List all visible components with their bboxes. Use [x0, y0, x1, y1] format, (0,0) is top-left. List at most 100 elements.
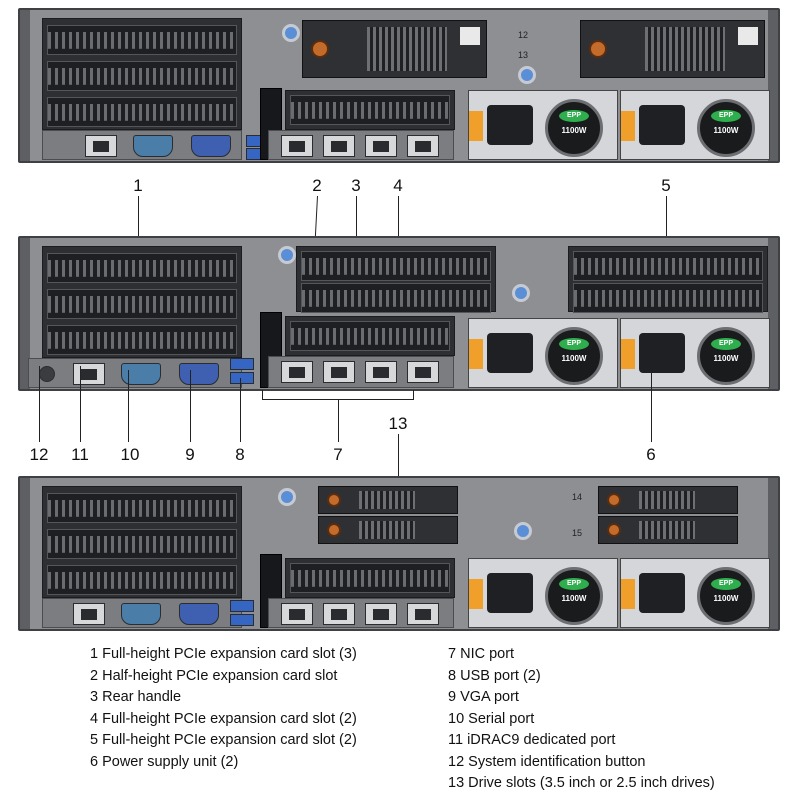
callout-5: 5 — [661, 176, 671, 195]
usb-port — [230, 600, 254, 612]
pcie-slot — [290, 321, 450, 351]
psu-latch — [469, 579, 483, 609]
power-inlet — [487, 333, 533, 373]
thumbscrew-icon — [278, 246, 296, 264]
legend-item-1: 1 Full-height PCIe expansion card slot (… — [90, 646, 357, 662]
power-supply-unit: EPP 1100W — [468, 90, 618, 160]
nic-port — [281, 361, 313, 383]
nic-panel — [268, 598, 454, 628]
power-inlet — [639, 105, 685, 145]
power-inlet — [487, 573, 533, 613]
pcie-slot — [301, 283, 491, 313]
callout-9: 9 — [185, 445, 195, 464]
legend-item-5: 5 Full-height PCIe expansion card slot (… — [90, 732, 357, 748]
drive-release-button — [311, 40, 329, 58]
drive-grill — [639, 521, 695, 539]
callout-12: 12 — [29, 445, 49, 464]
leader-line — [666, 196, 667, 260]
leader-line — [80, 366, 81, 442]
pcie-slot — [47, 529, 237, 559]
power-supply-unit: EPP 1100W — [620, 318, 770, 388]
rack-rail — [768, 10, 778, 161]
nic-panel — [268, 130, 454, 160]
drive-label — [738, 27, 758, 45]
legend-item-8: 8 USB port (2) — [448, 667, 541, 684]
thumbscrew-icon — [278, 488, 296, 506]
legend-item-10: 10 Serial port — [448, 710, 535, 727]
rack-rail — [20, 10, 30, 161]
drive-bay-number: 12 — [518, 30, 529, 40]
pcie-slot — [301, 251, 491, 281]
pcie-slot — [47, 25, 237, 55]
usb-port — [230, 372, 254, 384]
thumbscrew-icon — [514, 522, 532, 540]
legend-item-2: 2 Half-height PCIe expansion card slot — [90, 667, 338, 684]
usb-port — [230, 358, 254, 370]
pcie-slot — [573, 251, 763, 281]
epp-badge: EPP — [711, 110, 741, 122]
callout-3: 3 — [351, 176, 361, 195]
idrac-port — [73, 603, 105, 625]
server-rear-view-small-drive-config: 14 15 EPP 1100W EPP 1100W — [18, 476, 780, 631]
vga-port — [191, 135, 231, 157]
psu-fan-icon: EPP 1100W — [697, 327, 755, 385]
callout-8: 8 — [235, 445, 245, 464]
callout-1: 1 — [133, 176, 143, 195]
epp-badge: EPP — [559, 338, 589, 350]
drive-release-button — [327, 493, 341, 507]
io-panel — [42, 130, 242, 160]
pcie-riser-1 — [42, 486, 242, 598]
legend-item-13: 13 Drive slots (3.5 inch or 2.5 inch dri… — [448, 775, 715, 791]
drive-label — [460, 27, 480, 45]
leader-line — [138, 196, 139, 260]
power-supply-unit: EPP 1100W — [468, 558, 618, 628]
callout-7: 7 — [333, 445, 343, 464]
io-panel — [42, 598, 242, 628]
legend-item-9: 9 VGA port — [448, 689, 519, 705]
psu-fan-icon: EPP 1100W — [545, 99, 603, 157]
psu-wattage: 1100W — [561, 594, 587, 603]
power-supply-unit: EPP 1100W — [468, 318, 618, 388]
callout-13: 13 — [388, 414, 408, 433]
drive-grill — [645, 27, 725, 71]
pcie-slot — [47, 493, 237, 523]
drive-grill — [359, 491, 415, 509]
drive-slot-small — [598, 516, 738, 544]
idrac-port — [73, 363, 105, 385]
psu-wattage: 1100W — [561, 126, 587, 135]
rack-rail — [20, 238, 30, 389]
psu-wattage: 1100W — [713, 126, 739, 135]
psu-fan-icon: EPP 1100W — [545, 327, 603, 385]
leader-line — [338, 400, 339, 442]
pcie-slot-half-height — [285, 316, 455, 356]
pcie-slot — [47, 253, 237, 283]
serial-port — [121, 363, 161, 385]
legend-item-7: 7 NIC port — [448, 646, 515, 662]
pcie-slot — [290, 563, 450, 593]
rack-rail — [768, 238, 778, 389]
callout-11: 11 — [71, 445, 89, 464]
drive-slot — [580, 20, 765, 78]
nic-bracket — [262, 390, 414, 400]
legend-item-4: 4 Full-height PCIe expansion card slot (… — [90, 710, 357, 727]
psu-fan-icon: EPP 1100W — [697, 99, 755, 157]
rack-rail — [768, 478, 778, 629]
drive-bay-number: 15 — [572, 528, 583, 538]
leader-line — [39, 366, 40, 442]
idrac-port — [85, 135, 117, 157]
nic-port — [323, 603, 355, 625]
nic-port — [281, 135, 313, 157]
pcie-slot — [47, 97, 237, 127]
power-inlet — [639, 333, 685, 373]
server-rear-view-pcie-config: EPP 1100W EPP 1100W — [18, 236, 780, 391]
nic-port — [323, 135, 355, 157]
epp-badge: EPP — [711, 578, 741, 590]
psu-wattage: 1100W — [713, 354, 739, 363]
pcie-slot-half-height — [285, 90, 455, 130]
psu-wattage: 1100W — [561, 354, 587, 363]
nic-panel — [268, 356, 454, 388]
pcie-slot — [47, 325, 237, 355]
psu-fan-icon: EPP 1100W — [697, 567, 755, 625]
drive-grill — [367, 27, 447, 71]
drive-slot — [302, 20, 487, 78]
